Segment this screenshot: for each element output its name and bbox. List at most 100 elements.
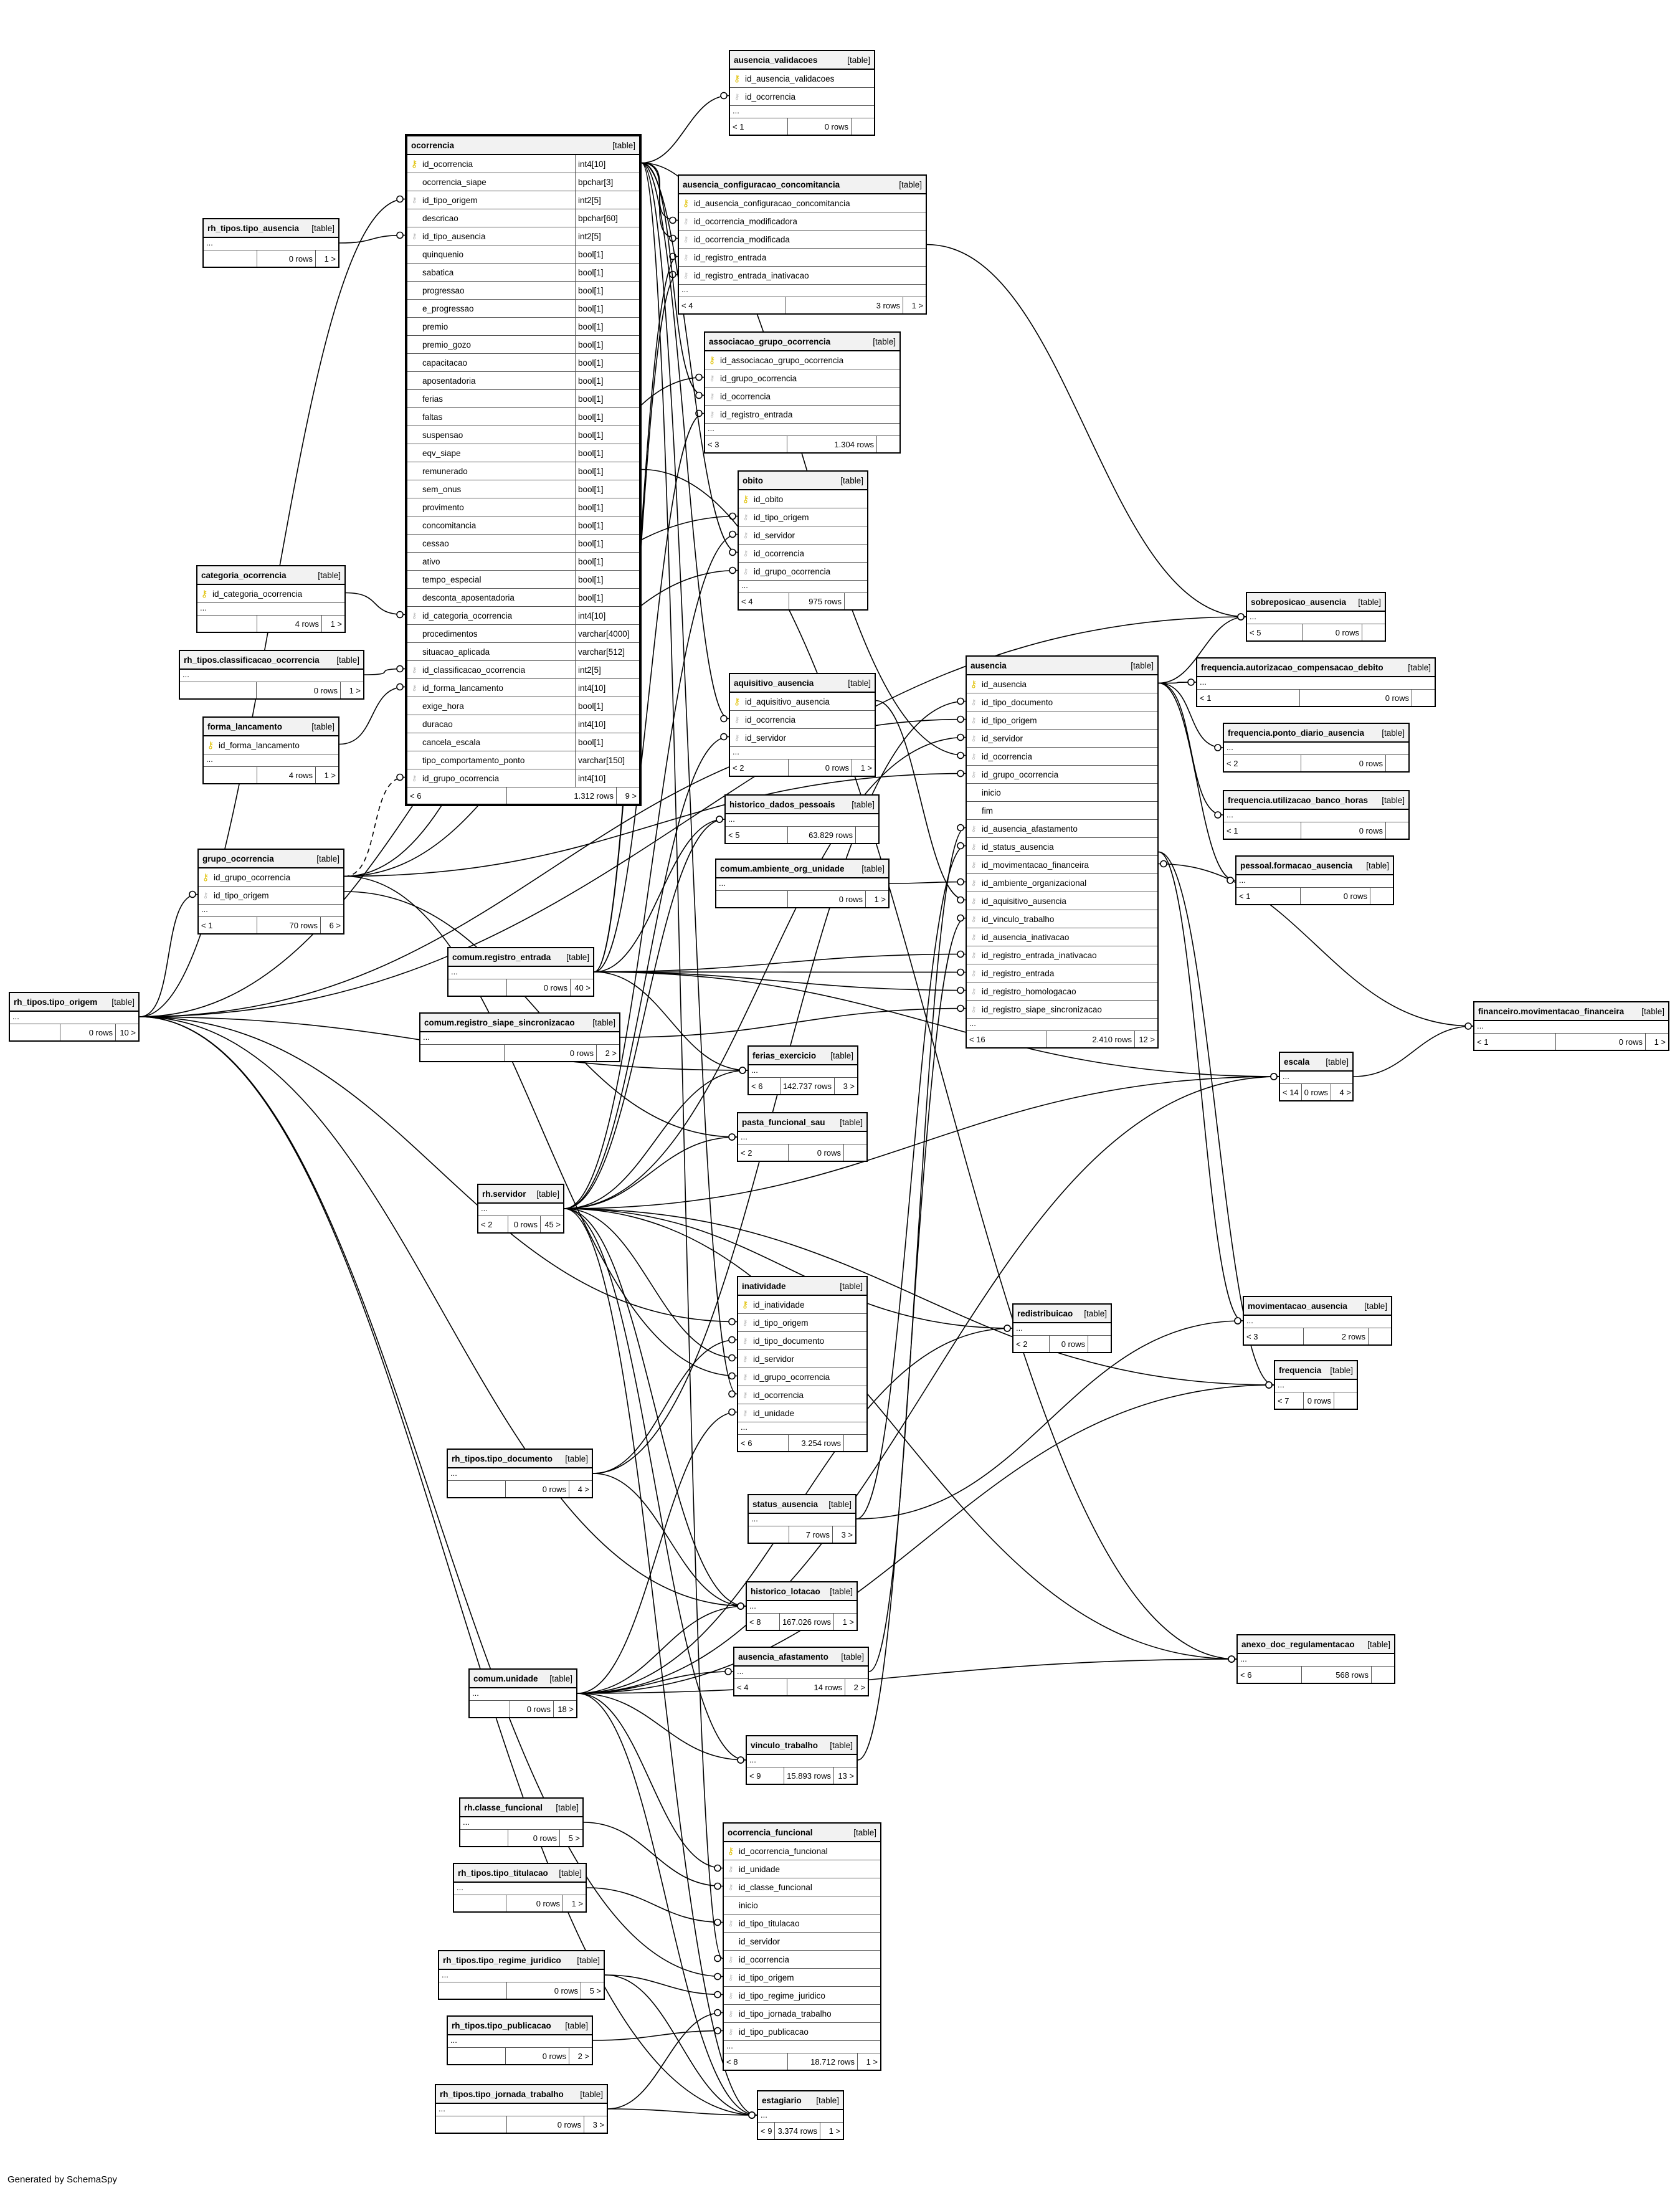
column-row[interactable]: ⚷id_ocorrencia [724,1951,880,1969]
more-columns-ellipsis[interactable]: ... [730,106,874,118]
parent-count-link[interactable]: < 1 [1239,891,1251,901]
child-count-link[interactable]: 12 > [1134,1031,1157,1047]
more-columns-ellipsis[interactable]: ... [448,967,593,979]
table-header[interactable]: rh_tipos.classificacao_ocorrencia[table] [180,651,363,670]
column-row[interactable]: ⚷id_ausencia_inativacao [967,928,1157,946]
table-frequencia-ponto-diario-ausencia[interactable]: frequencia.ponto_diario_ausencia[table].… [1223,723,1410,773]
table-header[interactable]: ferias_exercicio[table] [749,1047,857,1065]
parent-count-link[interactable]: < 6 [741,1438,752,1448]
child-count-link[interactable]: 1 > [903,297,926,313]
more-columns-ellipsis[interactable]: ... [967,1019,1157,1031]
parent-count-link[interactable]: < 2 [1016,1339,1028,1349]
table-header[interactable]: rh_tipos.tipo_ausencia[table] [204,219,338,238]
parent-count-link[interactable] [749,1526,789,1543]
more-columns-ellipsis[interactable]: ... [448,2035,592,2048]
table-header[interactable]: ausencia_configuracao_concomitancia[tabl… [679,176,926,194]
table-ausencia[interactable]: ausencia[table]⚷id_ausencia⚷id_tipo_docu… [966,655,1159,1049]
child-count-link[interactable]: 3 > [834,1078,857,1094]
more-columns-ellipsis[interactable]: ... [726,814,878,827]
parent-count-link[interactable]: < 4 [741,596,753,606]
column-row[interactable]: ⚷id_inatividade [738,1296,866,1314]
column-row[interactable]: ⚷id_tipo_regime_juridico [724,1987,880,2005]
parent-count-link[interactable]: < 2 [481,1219,493,1229]
table-header[interactable]: categoria_ocorrencia[table] [197,566,344,585]
child-count-link[interactable]: 1 > [857,2053,880,2070]
column-row[interactable]: ⚷id_servidor [730,729,875,747]
column-row[interactable]: ⚷id_ausencia [967,675,1157,693]
column-row[interactable]: ⚷id_servidor [739,526,867,545]
column-row[interactable]: ⚷id_tipo_origem [739,508,867,526]
child-count-link[interactable]: 1 > [321,616,344,632]
column-row[interactable]: ⚷id_tipo_jornada_trabalho [724,2005,880,2023]
parent-count-link[interactable]: < 5 [1250,627,1261,637]
column-row[interactable]: ⚷id_ausencia_validacoes [730,70,874,88]
more-columns-ellipsis[interactable]: ... [738,1132,866,1144]
more-columns-ellipsis[interactable]: ... [478,1204,563,1216]
more-columns-ellipsis[interactable]: ... [10,1012,138,1024]
table-rh-tipos-tipo-publicacao[interactable]: rh_tipos.tipo_publicacao[table]...0 rows… [447,2015,593,2065]
more-columns-ellipsis[interactable]: ... [1236,875,1393,888]
parent-count-link[interactable] [180,682,256,698]
table-forma-lancamento[interactable]: forma_lancamento[table]⚷id_forma_lancame… [202,716,339,784]
table-header[interactable]: comum.registro_entrada[table] [448,948,593,967]
table-financeiro-movimentacao-financeira[interactable]: financeiro.movimentacao_financeira[table… [1473,1001,1669,1051]
parent-count-link[interactable] [448,1481,505,1497]
parent-count-link[interactable]: < 6 [751,1081,763,1091]
child-count-link[interactable]: 1 > [315,250,338,267]
child-count-link[interactable] [844,593,867,609]
child-count-link[interactable]: 4 > [1330,1084,1354,1100]
more-columns-ellipsis[interactable]: ... [439,1970,604,1982]
table-header[interactable]: ocorrencia[table] [407,136,639,155]
table-header[interactable]: ausencia_afastamento[table] [734,1648,868,1667]
table-header[interactable]: vinculo_trabalho[table] [747,1736,857,1755]
column-row[interactable]: ⚷id_ocorrencia [739,545,867,563]
child-count-link[interactable]: 1 > [315,767,338,783]
child-count-link[interactable] [1088,1336,1111,1352]
table-inatividade[interactable]: inatividade[table]⚷id_inatividade⚷id_tip… [737,1276,868,1452]
table-header[interactable]: inatividade[table] [738,1277,866,1296]
column-row[interactable]: ⚷id_grupo_ocorrencia [967,766,1157,784]
more-columns-ellipsis[interactable]: ... [734,1667,868,1679]
table-header[interactable]: estagiario[table] [758,2091,843,2110]
parent-count-link[interactable] [439,1982,506,1999]
table-comum-registro-siape-sincronizacao[interactable]: comum.registro_siape_sincronizacao[table… [419,1012,620,1062]
child-count-link[interactable]: 5 > [581,1982,604,1999]
child-count-link[interactable]: 5 > [559,1830,582,1846]
column-row[interactable]: ⚷id_registro_entrada [705,406,899,424]
table-header[interactable]: rh_tipos.tipo_publicacao[table] [448,2017,592,2035]
more-columns-ellipsis[interactable]: ... [1247,612,1385,624]
child-count-link[interactable] [1334,1392,1357,1409]
more-columns-ellipsis[interactable]: ... [738,1422,866,1435]
parent-count-link[interactable] [448,979,506,996]
column-row[interactable]: ⚷id_tipo_origem [967,711,1157,730]
table-header[interactable]: comum.registro_siape_sincronizacao[table… [420,1014,619,1032]
parent-count-link[interactable]: < 9 [749,1771,761,1781]
child-count-link[interactable]: 2 > [596,1045,619,1061]
table-header[interactable]: forma_lancamento[table] [204,718,338,736]
column-row[interactable]: ⚷id_registro_homologacao [967,982,1157,1001]
column-row[interactable]: ⚷id_aquisitivo_ausencia [730,693,875,711]
table-header[interactable]: historico_lotacao[table] [747,1582,857,1601]
column-row[interactable]: ⚷id_tipo_origem [738,1314,866,1332]
table-header[interactable]: grupo_ocorrencia[table] [199,850,343,868]
parent-count-link[interactable] [420,1045,504,1061]
more-columns-ellipsis[interactable]: ... [199,905,343,917]
table-header[interactable]: pessoal.formacao_ausencia[table] [1236,857,1393,875]
column-row[interactable]: ⚷id_unidade [738,1404,866,1422]
